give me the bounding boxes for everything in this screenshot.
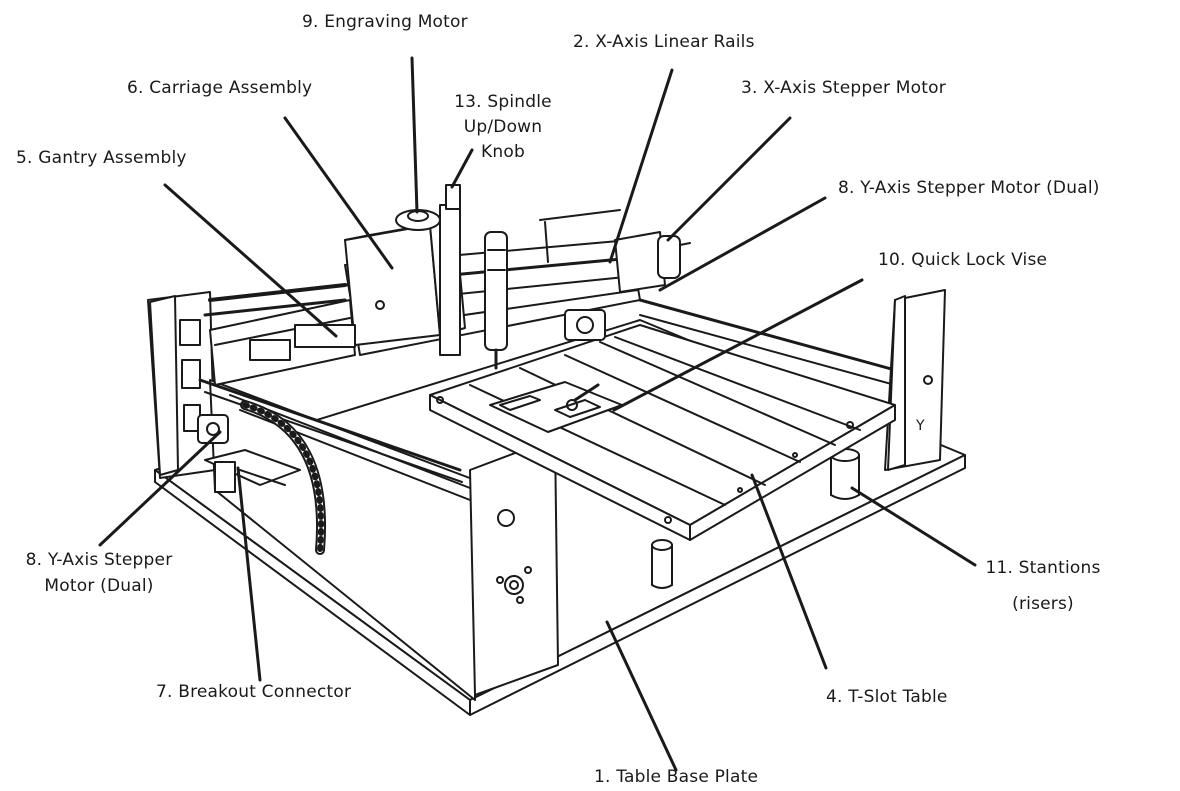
svg-text:Y: Y <box>915 418 925 434</box>
label-gantry-assembly: 5. Gantry Assembly <box>16 148 187 168</box>
label-y-axis-stepper-motor-right: 8. Y-Axis Stepper Motor (Dual) <box>838 178 1100 198</box>
label-y-axis-stepper-motor-left-line2: Motor (Dual) <box>44 576 154 596</box>
t-slot-table-drawing <box>429 324 896 541</box>
cable-chain-drawing <box>240 400 326 555</box>
label-stantions-line1: 11. Stantions <box>985 558 1101 578</box>
front-support-plate-drawing <box>469 437 559 696</box>
gantry-left-detail-drawing <box>203 283 356 386</box>
breakout-connector-drawing <box>204 449 301 493</box>
label-spindle-knob-line2: Up/Down <box>463 117 543 137</box>
label-stantions-line2: (risers) <box>1012 594 1074 614</box>
label-spindle-knob-line3: Knob <box>481 142 525 162</box>
spindle-drawing <box>439 184 508 370</box>
label-engraving-motor: 9. Engraving Motor <box>302 12 468 32</box>
left-side-frame-drawing <box>147 291 216 479</box>
y-axis-stepper-motor-left-drawing <box>197 414 229 444</box>
label-carriage-assembly: 6. Carriage Assembly <box>127 78 313 98</box>
label-quick-lock-vise: 10. Quick Lock Vise <box>878 250 1048 270</box>
y-axis-stepper-motor-rear-drawing <box>564 309 606 341</box>
label-t-slot-table: 4. T-Slot Table <box>826 687 948 707</box>
label-breakout-connector: 7. Breakout Connector <box>156 682 352 702</box>
label-table-base-plate: 1. Table Base Plate <box>594 767 759 787</box>
label-y-axis-stepper-motor-left-line1: 8. Y-Axis Stepper <box>25 550 173 570</box>
quick-lock-vise-drawing <box>489 381 623 433</box>
label-spindle-knob-line1: 13. Spindle <box>454 92 552 112</box>
right-stantion-drawing: Y <box>884 289 946 471</box>
label-x-axis-stepper-motor: 3. X-Axis Stepper Motor <box>741 78 946 98</box>
leader-lines <box>98 56 977 772</box>
x-axis-stepper-motor-drawing <box>614 231 691 293</box>
label-x-axis-linear-rails: 2. X-Axis Linear Rails <box>573 32 755 52</box>
